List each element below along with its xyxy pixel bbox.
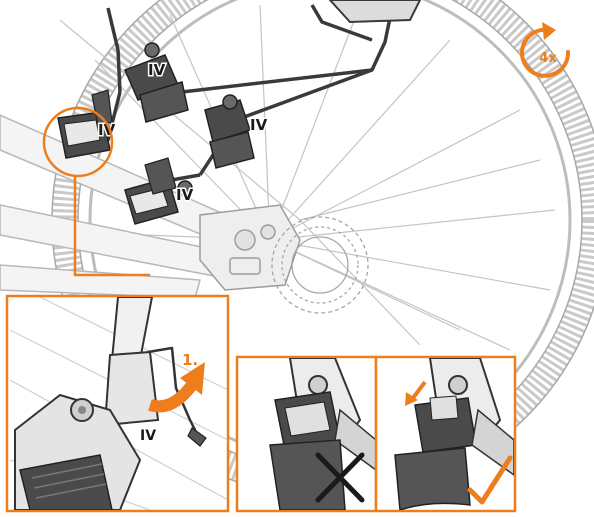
strap-clamp — [124, 157, 193, 225]
incorrect-cross-mark — [315, 452, 365, 503]
repeat-count: 4x — [539, 51, 557, 66]
detail-panel-step-1: 1. IV — [5, 294, 230, 513]
rack-top — [328, 0, 422, 24]
part-label-iv: IV — [250, 116, 268, 134]
push-arrow-icon — [405, 380, 427, 406]
strap-clamp — [204, 94, 255, 169]
detail-highlight-circle — [42, 106, 114, 178]
detail-panel-incorrect — [235, 355, 378, 513]
brake-caliper — [199, 204, 301, 291]
step-number-label: 1. — [182, 351, 198, 369]
repeat-4x-icon: 4x — [520, 22, 571, 78]
detail-panel-correct — [374, 355, 517, 513]
correct-check-mark — [467, 455, 513, 505]
cassette — [271, 216, 369, 314]
strap-clamp — [57, 89, 113, 159]
detail-leader-line — [73, 176, 150, 277]
part-label-iv: IV — [148, 61, 166, 79]
part-label-iv: IV — [140, 428, 156, 444]
part-label-iv: IV — [176, 186, 194, 204]
strap-clamp — [123, 42, 189, 123]
